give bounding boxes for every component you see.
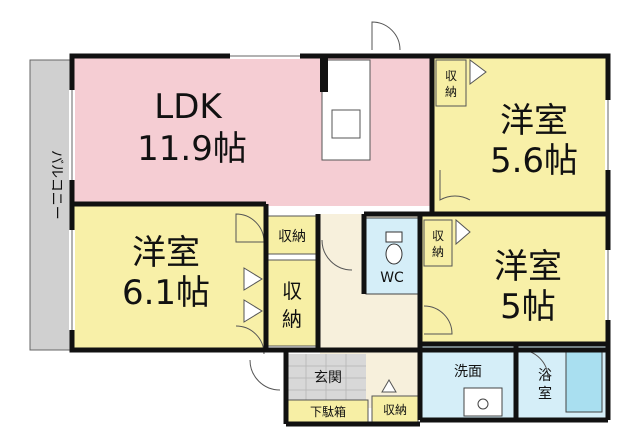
bath-label-top: 浴: [538, 368, 552, 384]
wash-basin-icon: [463, 387, 503, 417]
closet-w-small: [267, 215, 317, 255]
bath-label-bottom: 室: [538, 385, 552, 402]
western-room-w: [72, 204, 266, 350]
closet-e: [423, 219, 453, 267]
entrance: [288, 354, 366, 400]
balcony-label: バルコニー: [48, 150, 64, 220]
balcony: [29, 59, 75, 351]
shoe-box-label: 下駄箱: [310, 404, 346, 419]
western-ne-size: 5.6帖: [490, 141, 578, 181]
western-w-size: 6.1帖: [122, 273, 210, 313]
ldk-name: LDK: [154, 87, 223, 127]
western-e-size: 5帖: [500, 287, 556, 327]
closet-ne-label-top: 収: [445, 69, 457, 83]
western-w-name: 洋室: [132, 233, 200, 273]
closet-ne-label-bottom: 納: [445, 85, 457, 99]
ldk-size: 11.9帖: [137, 129, 247, 169]
washroom-label: 洗面: [454, 364, 482, 380]
bathtub-icon: [565, 349, 603, 413]
toilet-icon: [385, 231, 403, 243]
closet-w-large-label-bottom: 納: [282, 307, 302, 331]
closet-w-large-label-top: 収: [282, 279, 302, 303]
wc-label: WC: [380, 270, 404, 286]
entrance-label: 玄関: [314, 369, 342, 386]
western-e-name: 洋室: [494, 247, 562, 287]
closet-e-label-bottom: 納: [432, 245, 444, 259]
closet-entrance-label: 収納: [383, 403, 407, 417]
closet-w-small-label: 収納: [278, 229, 306, 245]
closet-ne: [435, 59, 467, 107]
western-ne-name: 洋室: [500, 101, 568, 141]
closet-w-large: [267, 259, 317, 347]
kitchen-sink-icon: [331, 109, 361, 139]
closet-e-label-top: 収: [432, 229, 444, 243]
ldk-room: [72, 56, 432, 206]
